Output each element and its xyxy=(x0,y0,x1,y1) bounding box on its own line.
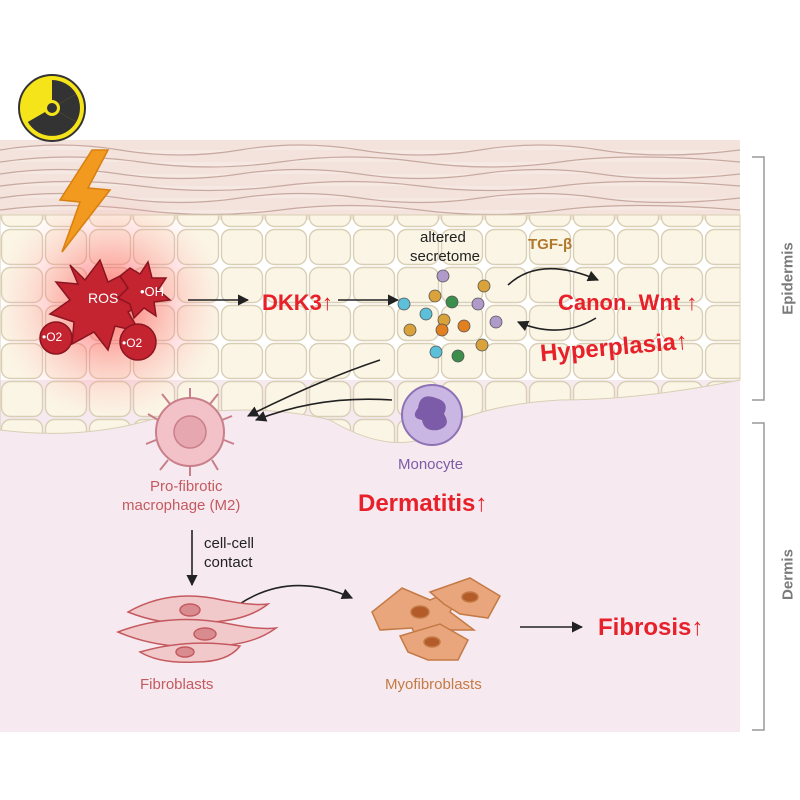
fibroblasts-label: Fibroblasts xyxy=(140,676,214,693)
myofibroblast-icon xyxy=(371,577,502,661)
dkk3-label: DKK3↑ xyxy=(262,290,333,315)
ros-burst-icon xyxy=(39,258,172,361)
arrow-fibroblast-myofibroblast xyxy=(237,584,354,606)
pro-fibrotic-label-1: Pro-fibrotic xyxy=(150,478,223,495)
arrow-secretome-macrophage xyxy=(246,359,381,417)
macrophage-icon xyxy=(145,388,235,476)
o2-label: •O2 xyxy=(42,330,63,344)
arrow-wnt-secretome xyxy=(516,317,597,332)
radiation-icon xyxy=(18,74,86,142)
cell-contact-label-1: cell-cell xyxy=(204,535,255,552)
monocyte-label: Monocyte xyxy=(398,456,464,473)
cell-contact-label-2: contact xyxy=(204,554,253,571)
tgfb-label: TGF-β xyxy=(528,236,573,253)
layer-brackets xyxy=(752,156,765,731)
fibrosis-label: Fibrosis↑ xyxy=(598,614,704,641)
arrow-secretome-wnt xyxy=(507,267,600,286)
oh-label: •OH xyxy=(140,284,165,299)
dermatitis-label: Dermatitis↑ xyxy=(358,490,488,517)
myofibroblasts-label: Myofibroblasts xyxy=(385,676,482,693)
canon-wnt-label: Canon. Wnt ↑ xyxy=(558,290,698,315)
arrows xyxy=(186,267,600,633)
epidermis-label: Epidermis xyxy=(779,242,797,315)
arrow-monocyte-macrophage xyxy=(254,398,393,422)
secretome-dots xyxy=(397,269,503,363)
dermis-region xyxy=(0,380,740,732)
stratum-corneum xyxy=(0,140,741,220)
pro-fibrotic-label-2: macrophage (M2) xyxy=(122,497,241,514)
fibroblast-icon xyxy=(116,595,279,664)
monocyte-icon xyxy=(401,384,463,446)
dermis-label: Dermis xyxy=(779,549,797,600)
altered-label: altered xyxy=(420,229,466,246)
lightning-icon xyxy=(58,149,112,253)
ros-label: ROS xyxy=(88,290,119,306)
o2-2-label: •O2 xyxy=(122,336,143,350)
secretome-label: secretome xyxy=(410,248,481,265)
